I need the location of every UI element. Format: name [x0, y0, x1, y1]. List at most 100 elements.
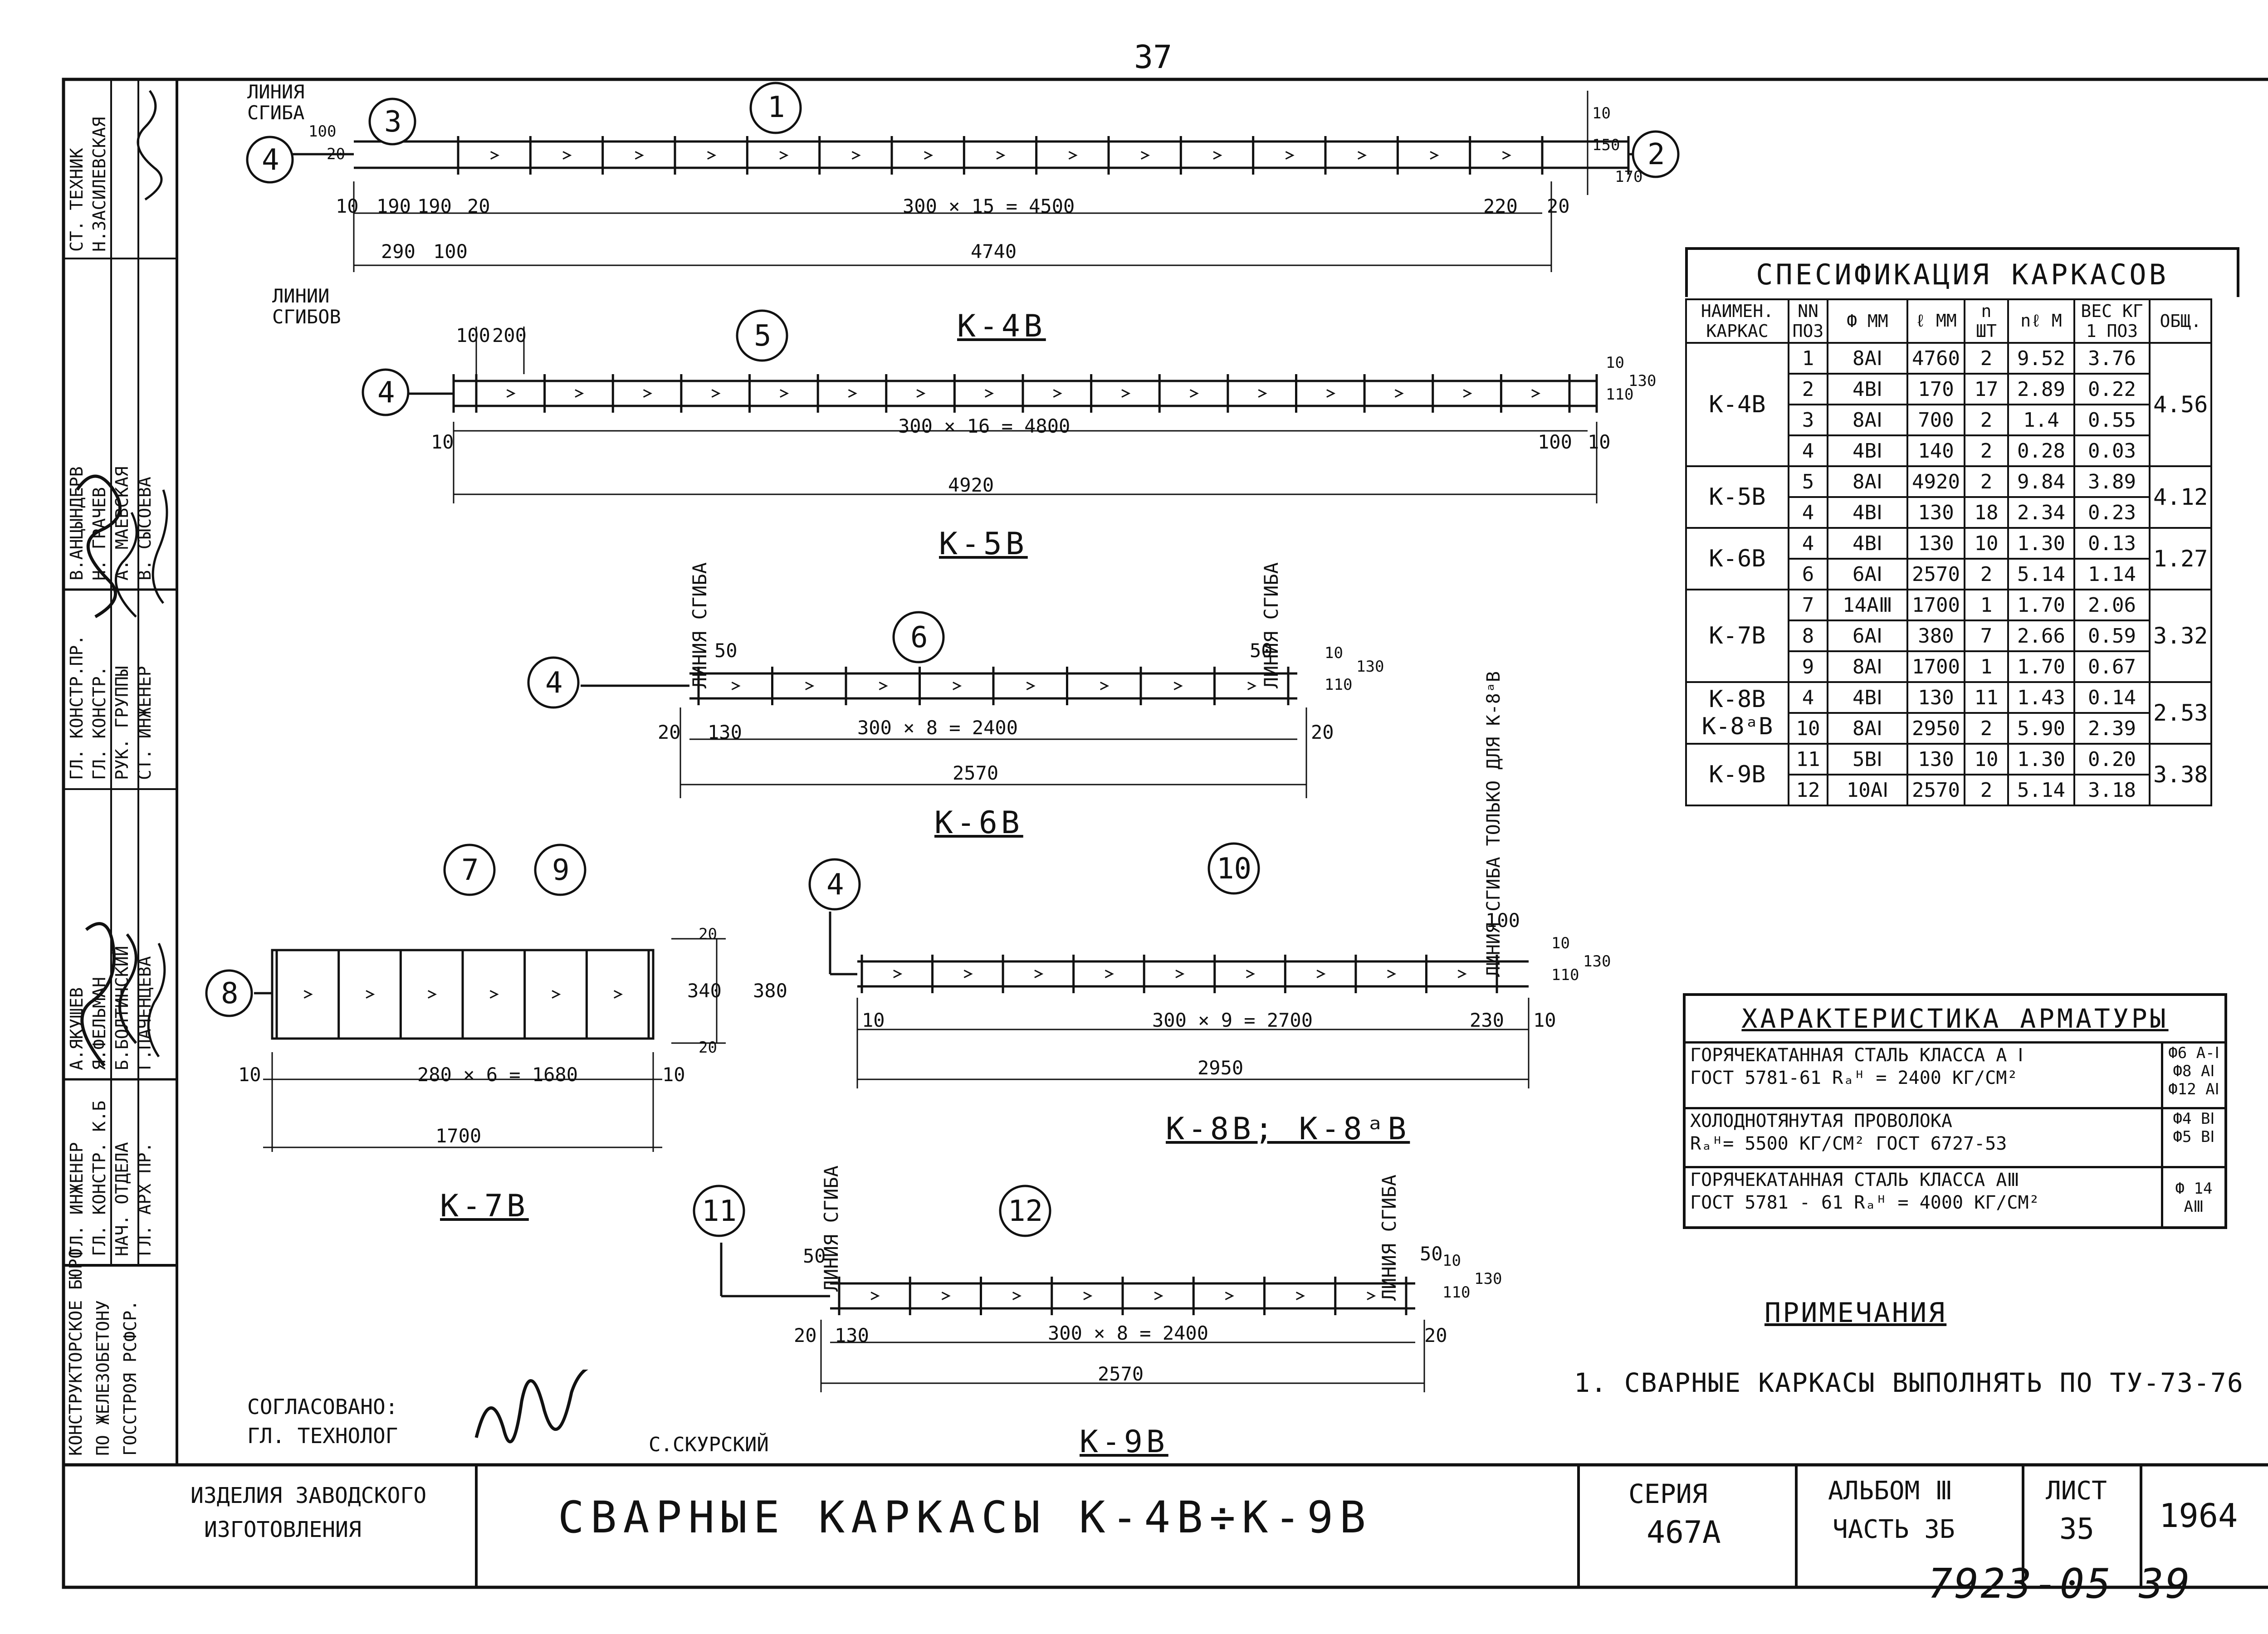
- spec-cell: 8АⅠ: [1827, 712, 1908, 745]
- k7-label: К-7В: [440, 1188, 529, 1224]
- k6-bend-line-left: ЛИНИЯ СГИБА: [689, 562, 711, 688]
- k7-frame-drawing: [254, 938, 726, 1152]
- spec-frame-name: К-5В: [1685, 465, 1789, 529]
- spec-cell: 18: [1964, 496, 2009, 529]
- approval-label: СОГЛАСОВАНО: ГЛ. ТЕХНОЛОГ: [247, 1395, 398, 1448]
- grade-14a3: Ф 14 АⅢ: [2175, 1180, 2213, 1216]
- spec-cell: 11: [1788, 743, 1828, 776]
- k8-dim-10b: 10: [1533, 1009, 1556, 1031]
- callout-4b: 4: [377, 376, 395, 410]
- spec-cell: 4ВⅠ: [1827, 527, 1908, 560]
- spec-header-row: НАИМЕН. КАРКАС NN ПОЗ Ф ММ ℓ ММ n ШТ nℓ …: [1685, 298, 2213, 344]
- spec-cell: 4: [1788, 527, 1828, 560]
- spec-cell: 9.52: [2007, 342, 2075, 375]
- weld-arrow: [1247, 682, 1257, 690]
- weld-arrow: [1326, 389, 1336, 398]
- grade-8a1: Ф8 АⅠ: [2173, 1062, 2215, 1080]
- k9-bend-left-2: СГИБА: [820, 1166, 842, 1223]
- armature-row-1: ГОРЯЧЕКАТАННАЯ СТАЛЬ КЛАССА А Ⅰ ГОСТ 578…: [1686, 1041, 2224, 1109]
- k5-dim-total: 4920: [948, 474, 994, 496]
- k4-bend-line-2: СГИБА: [247, 102, 305, 124]
- k8-frame-drawing: [829, 912, 1530, 1088]
- weld-arrow: [1387, 970, 1397, 978]
- spec-frame-name: К-7В: [1685, 589, 1789, 683]
- series-label: СЕРИЯ: [1628, 1478, 1708, 1509]
- grade-4b1: Ф4 ВⅠ: [2173, 1110, 2215, 1128]
- spec-cell: 4ВⅠ: [1827, 434, 1908, 467]
- k4-dim-150-side: 150: [1592, 136, 1620, 154]
- k4-dim-220: 220: [1483, 195, 1518, 217]
- weld-arrow: [562, 151, 572, 160]
- k8-dim-10a: 10: [862, 1009, 885, 1031]
- k5-label: К-5В: [939, 526, 1028, 562]
- weld-arrow: [1213, 151, 1222, 160]
- k4-dim-190b: 190: [417, 195, 452, 217]
- spec-col-weight-pos: ВЕС КГ 1 ПОЗ: [2073, 298, 2151, 344]
- weld-arrow: [879, 682, 888, 690]
- spec-cell: 9: [1788, 650, 1828, 683]
- k7-dim-20a: 20: [699, 925, 717, 943]
- k6-dim-130: 130: [708, 721, 742, 743]
- spec-frame-total: 3.38: [2148, 743, 2213, 806]
- k8-dim-main: 300 × 9 = 2700: [1152, 1009, 1313, 1031]
- armature-row-3-line-2: ГОСТ 5781 - 61 Rₐᴴ = 4000 КГ/СМ²: [1690, 1192, 2040, 1213]
- spec-cell: 0.22: [2073, 373, 2151, 405]
- spec-cell: 2570: [1906, 774, 1965, 806]
- spec-cell: 4920: [1906, 465, 1965, 498]
- weld-arrow: [613, 990, 623, 999]
- spec-cell: 4760: [1906, 342, 1965, 375]
- k5-dim-110: 110: [1606, 385, 1634, 404]
- spec-cell: 7: [1788, 589, 1828, 621]
- grade-12a1: Ф12 АⅠ: [2168, 1080, 2219, 1098]
- weld-arrow: [575, 389, 584, 398]
- weld-arrow: [963, 970, 973, 978]
- k5-dim-130: 130: [1628, 372, 1657, 390]
- k6-dim-10: 10: [1325, 644, 1343, 662]
- weld-arrow: [1189, 389, 1199, 398]
- spec-table: НАИМЕН. КАРКАС NN ПОЗ Ф ММ ℓ ММ n ШТ nℓ …: [1685, 298, 2213, 806]
- weld-arrow: [731, 682, 741, 690]
- weld-arrow: [1367, 1292, 1376, 1300]
- spec-cell: 0.20: [2073, 743, 2151, 776]
- weld-arrow: [924, 151, 934, 160]
- armature-row-2: ХОЛОДНОТЯНУТАЯ ПРОВОЛОКА Rₐᴴ= 5500 КГ/СМ…: [1686, 1107, 2224, 1168]
- callout-1: 1: [767, 91, 785, 124]
- k7-dim-20b: 20: [699, 1039, 717, 1057]
- k9-bend-line-left: ЛИНИЯ СГИБА: [820, 1166, 842, 1292]
- weld-arrow: [1105, 970, 1114, 978]
- callout-4d: 4: [826, 868, 844, 902]
- spec-cell: 700: [1906, 404, 1965, 436]
- weld-arrow: [996, 151, 1006, 160]
- k6-dim-20a: 20: [658, 721, 681, 743]
- spec-cell: 0.55: [2073, 404, 2151, 436]
- spec-frame-total: 2.53: [2148, 681, 2213, 745]
- k4-dim-20-side: 20: [327, 145, 345, 163]
- spec-cell: 2: [1964, 774, 2009, 806]
- armature-row-1-grade: Ф6 А-Ⅰ Ф8 АⅠ Ф12 АⅠ: [2161, 1041, 2224, 1107]
- weld-arrow: [1285, 151, 1295, 160]
- weld-arrow: [870, 1292, 880, 1300]
- k4-dim-100: 100: [433, 240, 468, 263]
- k8-dim-110: 110: [1551, 966, 1579, 984]
- spec-cell: 1.4: [2007, 404, 2075, 436]
- weld-arrow: [941, 1292, 951, 1300]
- weld-arrow: [1502, 151, 1511, 160]
- k7-dim-10a: 10: [238, 1063, 261, 1086]
- spec-cell: 2: [1964, 558, 2009, 590]
- k5-bend-line-2: СГИБОВ: [272, 306, 341, 328]
- k5-dim-10c: 10: [1606, 354, 1624, 372]
- weld-arrow: [1083, 1292, 1093, 1300]
- spec-cell: 4ВⅠ: [1827, 496, 1908, 529]
- spec-cell: 6АⅠ: [1827, 619, 1908, 652]
- k5-bend-line-label: ЛИНИИ СГИБОВ: [272, 286, 341, 327]
- spec-cell: 3.18: [2073, 774, 2151, 806]
- weld-arrow: [643, 389, 652, 398]
- k4-dim-100-side: 100: [308, 122, 337, 141]
- page-number: 37: [1134, 39, 1173, 76]
- armature-row-1-line-2: ГОСТ 5781-61 Rₐᴴ = 2400 КГ/СМ²: [1690, 1068, 2018, 1088]
